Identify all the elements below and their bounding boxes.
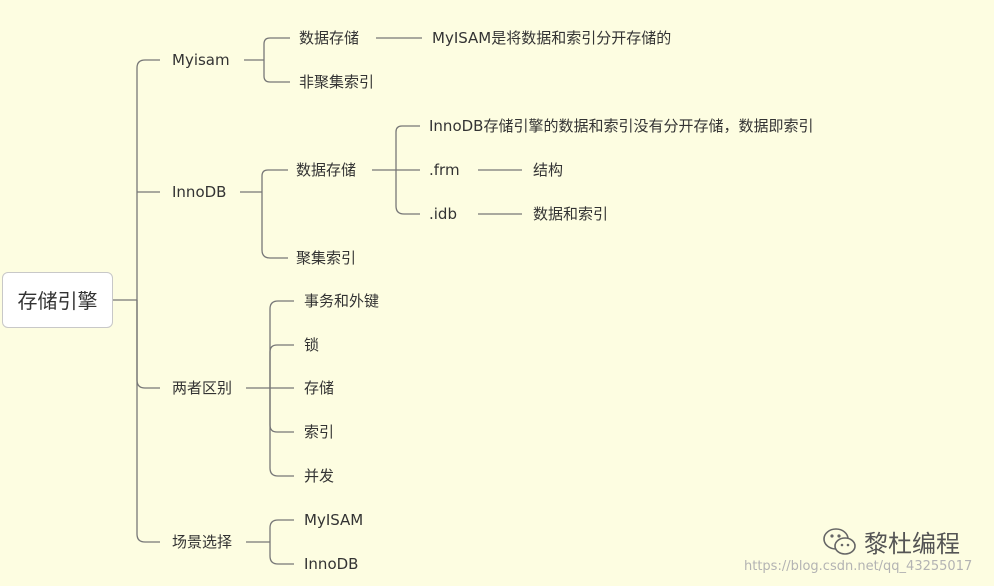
innodb-frm[interactable]: .frm	[429, 161, 460, 179]
myisam-storage[interactable]: 数据存储	[299, 29, 360, 47]
watermark: 黎杜编程	[822, 524, 960, 559]
innodb-idb-detail[interactable]: 数据和索引	[533, 205, 609, 223]
diff-item[interactable]: 锁	[304, 336, 320, 354]
scene-item[interactable]: InnoDB	[304, 555, 359, 573]
diff-item[interactable]: 存储	[304, 379, 335, 397]
watermark-url: https://blog.csdn.net/qq_43255017	[744, 559, 973, 574]
innodb-index[interactable]: 聚集索引	[296, 249, 357, 267]
root-node[interactable]: 存储引擎	[2, 272, 113, 328]
branch-myisam[interactable]: Myisam	[172, 51, 230, 69]
innodb-idb[interactable]: .idb	[429, 205, 457, 223]
innodb-storage[interactable]: 数据存储	[296, 161, 357, 179]
diff-item[interactable]: 并发	[304, 467, 335, 485]
diff-item[interactable]: 事务和外键	[304, 292, 380, 310]
myisam-storage-detail[interactable]: MyISAM是将数据和索引分开存储的	[432, 29, 672, 47]
watermark-text: 黎杜编程	[864, 530, 960, 558]
myisam-index[interactable]: 非聚集索引	[299, 73, 375, 91]
wechat-icon	[823, 527, 856, 555]
branch-innodb[interactable]: InnoDB	[172, 183, 227, 201]
innodb-storage-detail[interactable]: InnoDB存储引擎的数据和索引没有分开存储，数据即索引	[429, 117, 814, 135]
scene-item[interactable]: MyISAM	[304, 511, 364, 529]
branch-diff[interactable]: 两者区别	[172, 379, 233, 397]
branch-scene[interactable]: 场景选择	[172, 533, 233, 551]
innodb-frm-detail[interactable]: 结构	[533, 161, 564, 179]
diff-item[interactable]: 索引	[304, 423, 335, 441]
